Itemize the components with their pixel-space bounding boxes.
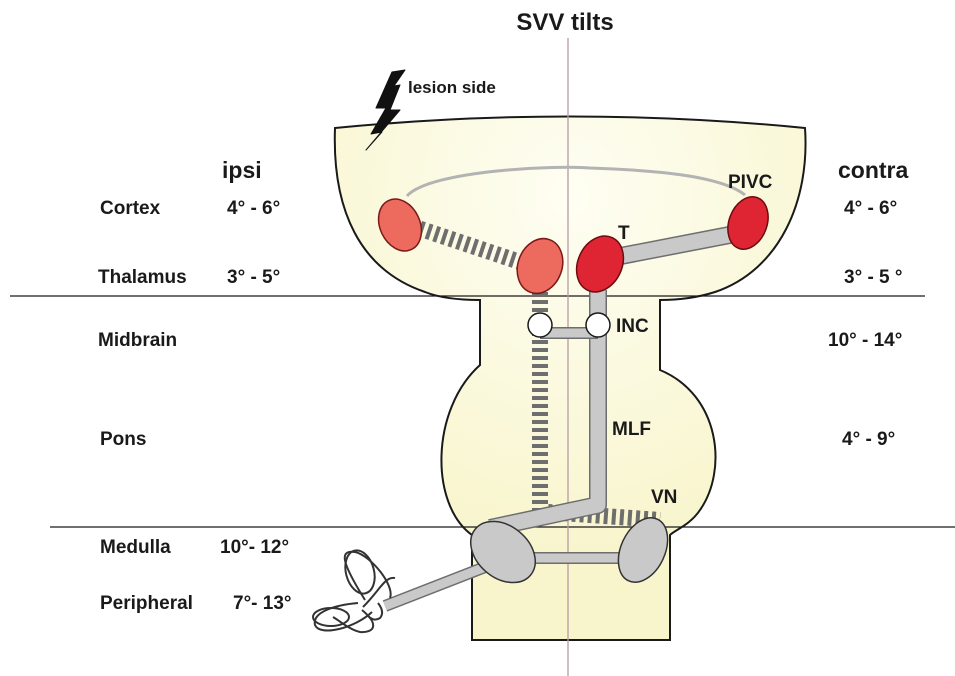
thalamus-ipsi-value: 3° - 5°: [227, 267, 280, 288]
pons-contra-value: 4° - 9°: [842, 429, 895, 450]
cortex-ipsi-value: 4° - 6°: [227, 198, 280, 219]
lesion-side-label: lesion side: [408, 78, 496, 97]
contra-inc-node: [586, 313, 610, 337]
row-label-cortex: Cortex: [100, 198, 161, 219]
vn-label: VN: [651, 487, 677, 508]
inc-label: INC: [616, 316, 649, 337]
diagram-title: SVV tilts: [516, 9, 613, 36]
ipsi-column-header: ipsi: [222, 157, 262, 183]
labyrinth-icon: [313, 547, 395, 632]
medulla-ipsi-value: 10°- 12°: [220, 537, 289, 558]
row-label-midbrain: Midbrain: [98, 330, 177, 351]
midbrain-contra-value: 10° - 14°: [828, 330, 902, 351]
pivc-label: PIVC: [728, 172, 773, 193]
contra-column-header: contra: [838, 157, 909, 183]
ipsi-inc-node: [528, 313, 552, 337]
peripheral-ipsi-value: 7°- 13°: [233, 593, 292, 614]
cortex-contra-value: 4° - 6°: [844, 198, 897, 219]
mlf-label: MLF: [612, 419, 651, 440]
row-label-medulla: Medulla: [100, 537, 171, 558]
row-label-peripheral: Peripheral: [100, 593, 193, 614]
row-label-pons: Pons: [100, 429, 146, 450]
thalamus-contra-value: 3° - 5 °: [844, 267, 903, 288]
thalamus-node-label: T: [618, 223, 630, 244]
row-label-thalamus: Thalamus: [98, 267, 187, 288]
